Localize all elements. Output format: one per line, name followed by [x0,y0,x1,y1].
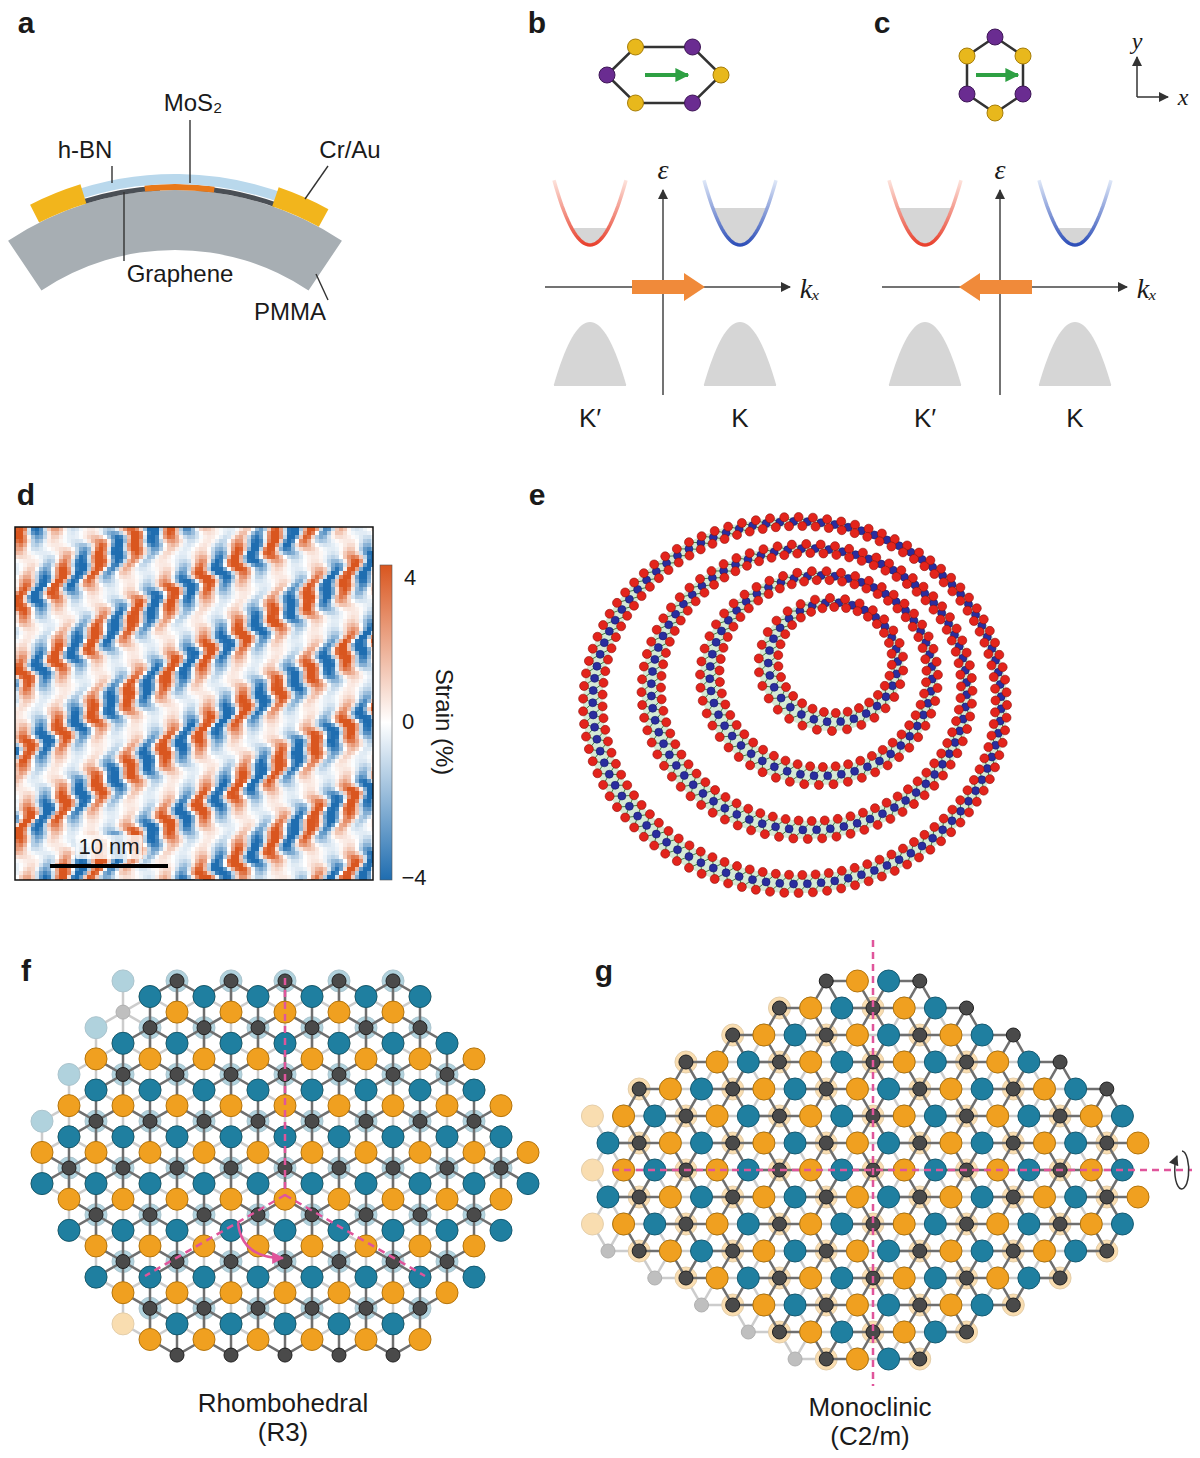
figure-stage: abcyxh-BNMoS₂Cr/AuGraphenePMMAεkₓK′KεkₓK… [0,0,1200,1458]
